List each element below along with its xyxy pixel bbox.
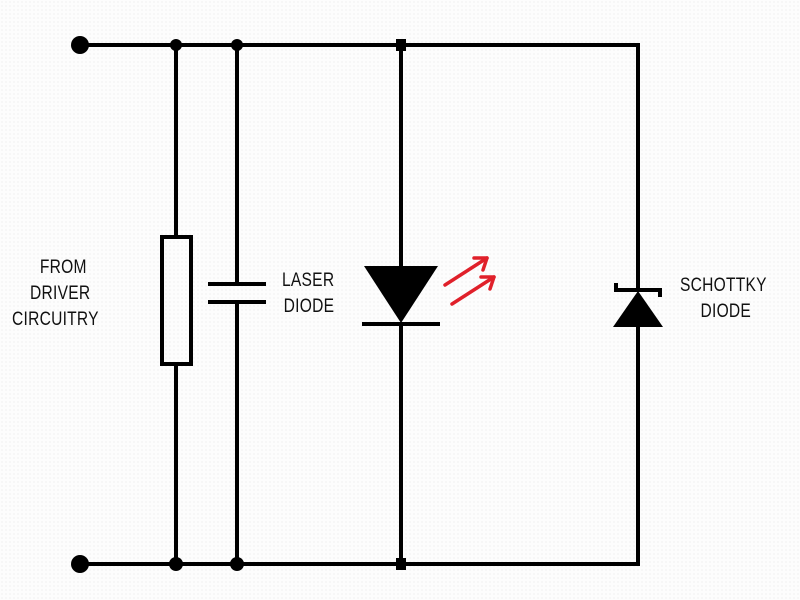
junction-mark [396,558,406,570]
driver-label-line-3: CIRCUITRY [12,309,99,330]
junction-dot [230,557,244,571]
laser-label-line-1: LASER [282,270,335,291]
junction-dot [231,39,243,51]
schottky-label-line-2: DIODE [700,301,752,322]
terminal-bottom [71,555,89,573]
junction-mark [396,39,406,51]
schottky-diode [613,43,663,566]
schottky-diode-label: SCHOTTKY DIODE [680,273,800,325]
capacitor [208,39,266,571]
schottky-label-line-1: SCHOTTKY [680,275,767,296]
laser-diode-label: LASER DIODE [282,268,397,320]
driver-label-line-1: FROM [39,257,87,278]
laser-label-line-2: DIODE [283,296,335,317]
laser-diode-triangle [364,266,438,323]
laser-diode [362,39,440,570]
driver-circuitry-label: FROM DRIVER CIRCUITRY [12,255,143,333]
junction-dot [169,557,183,571]
resistor [160,39,193,571]
light-emission-arrows-icon [443,256,496,306]
schottky-diode-triangle [613,291,663,327]
driver-label-line-2: DRIVER [30,283,91,304]
terminal-top [71,36,89,54]
junction-dot [170,39,182,51]
